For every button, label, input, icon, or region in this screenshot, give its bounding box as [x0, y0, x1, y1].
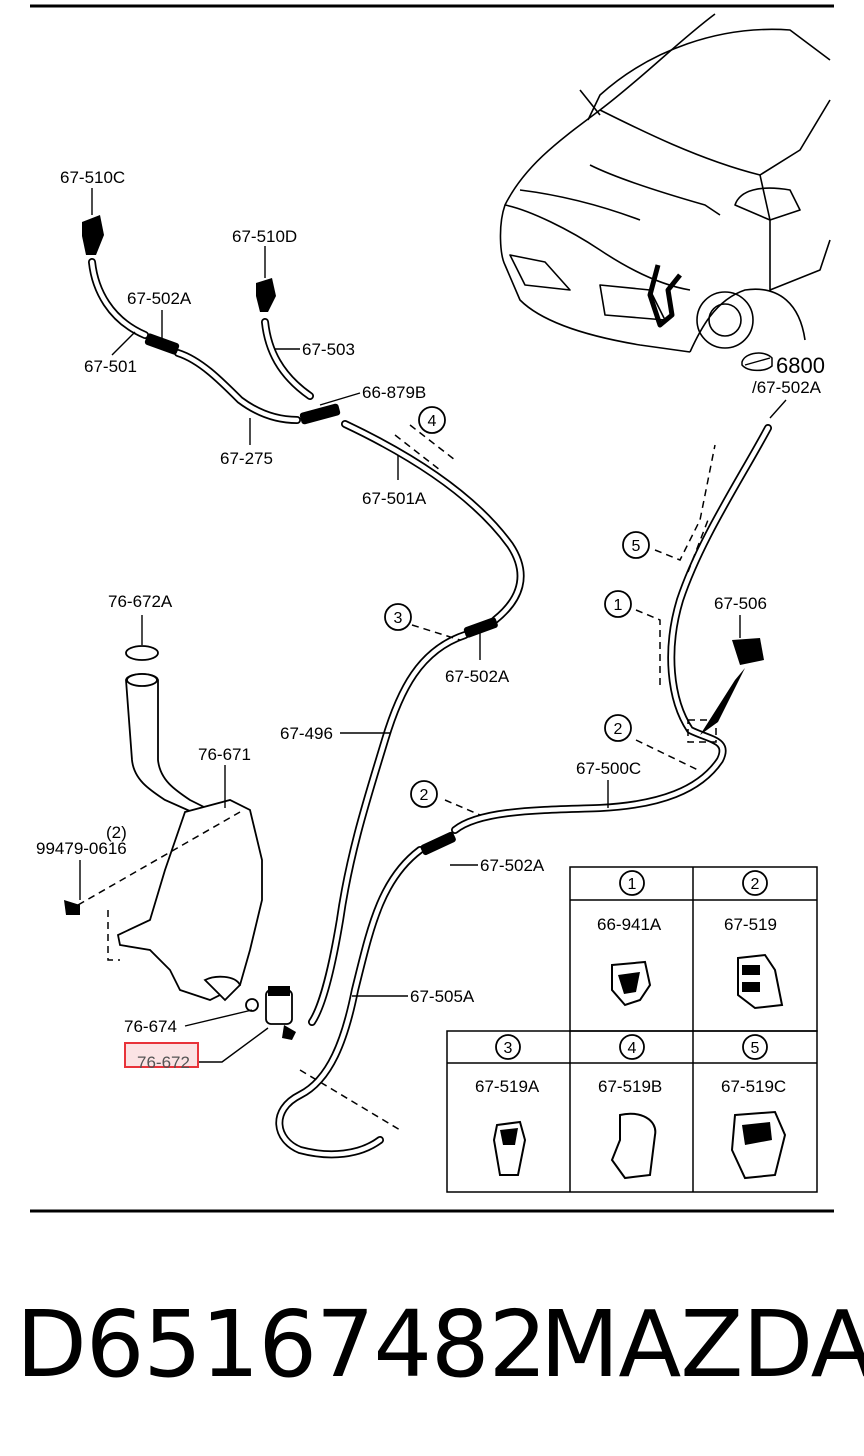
marker-2-lower: 2 — [410, 780, 438, 808]
svg-text:67-519: 67-519 — [724, 915, 777, 934]
svg-text:3: 3 — [394, 610, 403, 627]
marker-3: 3 — [384, 603, 412, 631]
svg-text:5: 5 — [632, 538, 641, 555]
svg-text:1: 1 — [628, 876, 637, 893]
label-76-671: 76-671 — [198, 745, 251, 764]
clip-cell-1: 1 66-941A — [597, 870, 662, 1007]
connectors — [144, 333, 498, 856]
marker-2-upper: 2 — [604, 714, 632, 742]
guide-lines — [77, 424, 717, 1131]
label-99479-0616: 99479-0616 — [36, 839, 127, 858]
label-99479-qty: (2) — [106, 823, 127, 842]
svg-text:66-941A: 66-941A — [597, 915, 662, 934]
brand-caption: MAZDA — [540, 1291, 864, 1398]
clip-cell-2: 2 67-519 — [724, 870, 784, 1010]
label-67-275: 67-275 — [220, 449, 273, 468]
clip-table: 1 66-941A 2 67-519 3 67-519A 4 67-519B — [446, 866, 818, 1193]
svg-text:2: 2 — [751, 876, 760, 893]
marker-5: 5 — [622, 531, 650, 559]
label-76-674: 76-674 — [124, 1017, 177, 1036]
svg-text:67-519C: 67-519C — [721, 1077, 786, 1096]
clip-cell-5: 5 67-519C — [721, 1034, 786, 1180]
clip-cell-4: 4 67-519B — [598, 1034, 662, 1180]
svg-text:76-672: 76-672 — [137, 1053, 190, 1072]
svg-text:4: 4 — [628, 1040, 637, 1057]
label-67-510D: 67-510D — [232, 227, 297, 246]
marker-1: 1 — [604, 590, 632, 618]
callout-labels: 67-510C 67-510D 67-502A 67-501 67-503 66… — [36, 168, 825, 1072]
vehicle-outline — [499, 13, 831, 353]
label-67-500C: 67-500C — [576, 759, 641, 778]
washer-nozzles — [82, 215, 764, 735]
svg-text:6800: 6800 — [776, 353, 825, 378]
label-67-502A-mid: 67-502A — [445, 667, 510, 686]
label-67-496: 67-496 — [280, 724, 333, 743]
washer-system-diagram: 4 5 1 3 2 2 67-510C 67-510D 67-502A 67-5… — [30, 4, 834, 1213]
leader-lines — [79, 188, 787, 1063]
label-66-879B: 66-879B — [362, 383, 426, 402]
svg-text:2: 2 — [420, 787, 429, 804]
hoses — [88, 258, 772, 1159]
label-76-672A: 76-672A — [108, 592, 173, 611]
label-67-506: 67-506 — [714, 594, 767, 613]
highlighted-part-76-672[interactable]: 76-672 — [124, 1042, 199, 1072]
label-67-505A: 67-505A — [410, 987, 475, 1006]
part-number-caption: D65167482 — [16, 1291, 547, 1398]
circle-markers: 4 5 1 3 2 2 — [384, 406, 650, 808]
label-67-501: 67-501 — [84, 357, 137, 376]
label-67-501A: 67-501A — [362, 489, 427, 508]
clip-cell-3: 3 67-519A — [475, 1034, 540, 1176]
svg-text:3: 3 — [504, 1040, 513, 1057]
svg-text:2: 2 — [614, 721, 623, 738]
label-67-503: 67-503 — [302, 340, 355, 359]
label-67-502A-top: 67-502A — [127, 289, 192, 308]
label-67-502A-low: 67-502A — [480, 856, 545, 875]
svg-text:5: 5 — [751, 1040, 760, 1057]
marker-4: 4 — [418, 406, 446, 434]
label-67-510C: 67-510C — [60, 168, 125, 187]
washer-tank — [64, 645, 296, 1040]
label-6800: 6800 /67-502A — [741, 352, 825, 397]
svg-text:1: 1 — [614, 597, 623, 614]
svg-text:4: 4 — [428, 413, 437, 430]
svg-text:/67-502A: /67-502A — [752, 378, 822, 397]
svg-text:67-519B: 67-519B — [598, 1077, 662, 1096]
svg-text:67-519A: 67-519A — [475, 1077, 540, 1096]
